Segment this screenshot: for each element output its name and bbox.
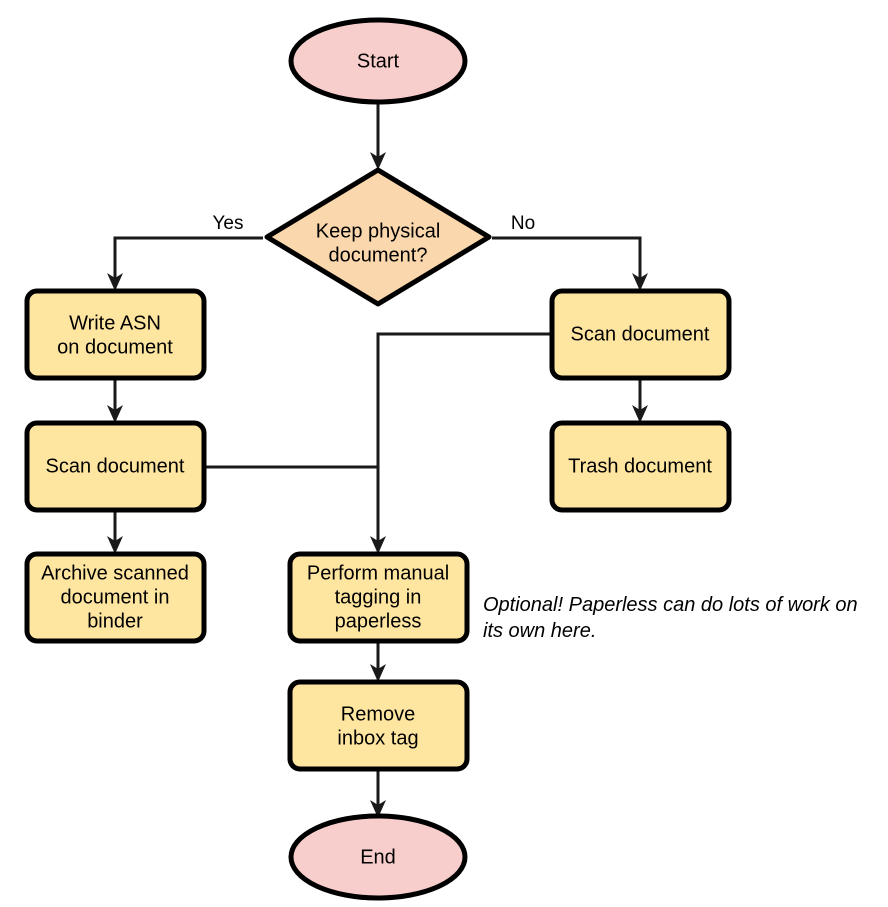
edge-start-to-decision — [370, 103, 386, 170]
start-label: Start — [357, 50, 400, 72]
decision-label-line1: Keep physical — [316, 220, 441, 242]
decision-label-line2: document? — [329, 244, 428, 266]
archive-box-shape — [24, 551, 207, 644]
write-asn-box-shape — [24, 288, 207, 381]
edge-scan-right-to-trash — [632, 378, 648, 423]
tagging-label-line3: paperless — [335, 610, 422, 632]
edge-scan-left-to-archive — [107, 510, 123, 554]
start-ellipse-shape — [288, 17, 468, 105]
edge-layer — [107, 103, 648, 818]
node-trash-document[interactable]: Trash document — [549, 420, 732, 513]
node-remove-inbox-tag[interactable]: Remove inbox tag — [287, 679, 470, 772]
edge-write-asn-to-scan-left — [107, 378, 123, 423]
edge-label-yes: Yes — [213, 213, 244, 234]
node-archive-scanned-document[interactable]: Archive scanned document in binder — [24, 551, 207, 644]
write-asn-label-line2: on document — [57, 336, 173, 358]
edge-tagging-to-remove-tag — [370, 641, 386, 682]
edge-label-no: No — [511, 213, 535, 234]
archive-label-line2: document in — [61, 586, 170, 608]
node-end[interactable]: End — [288, 813, 468, 901]
scan-document-right-box-shape — [549, 288, 732, 381]
trash-document-box-shape — [549, 420, 732, 513]
node-write-asn[interactable]: Write ASN on document — [24, 288, 207, 381]
remove-inbox-tag-box-shape — [287, 679, 470, 772]
note-optional-paperless: Optional! Paperless can do lots of work … — [483, 594, 858, 642]
node-start[interactable]: Start — [288, 17, 468, 105]
scan-document-left-box-shape — [24, 420, 207, 513]
note-line1: Optional! Paperless can do lots of work … — [483, 594, 858, 616]
archive-label-line3: binder — [87, 610, 143, 632]
end-ellipse-shape — [288, 813, 468, 901]
end-label: End — [360, 846, 396, 868]
edge-decision-to-scan-right — [492, 236, 648, 291]
write-asn-label-line1: Write ASN — [69, 312, 161, 334]
scan-document-left-label: Scan document — [46, 455, 185, 477]
scan-document-right-label: Scan document — [571, 323, 710, 345]
edge-decision-to-write-asn — [107, 236, 263, 291]
node-perform-manual-tagging[interactable]: Perform manual tagging in paperless — [287, 551, 470, 644]
node-scan-document-left[interactable]: Scan document — [24, 420, 207, 513]
remove-inbox-tag-label-line2: inbox tag — [337, 727, 418, 749]
trash-document-label: Trash document — [568, 455, 712, 477]
node-scan-document-right[interactable]: Scan document — [549, 288, 732, 381]
note-line2: its own here. — [483, 620, 596, 642]
edge-scan-right-to-tagging — [370, 332, 551, 554]
decision-diamond-shape — [264, 167, 492, 307]
remove-inbox-tag-label-line1: Remove — [341, 703, 415, 725]
tagging-label-line2: tagging in — [335, 586, 422, 608]
tagging-label-line1: Perform manual — [307, 562, 449, 584]
tagging-box-shape — [287, 551, 470, 644]
archive-label-line1: Archive scanned — [41, 562, 189, 584]
edge-remove-tag-to-end — [370, 770, 386, 818]
node-decision-keep-physical-document[interactable]: Keep physical document? — [264, 167, 492, 307]
